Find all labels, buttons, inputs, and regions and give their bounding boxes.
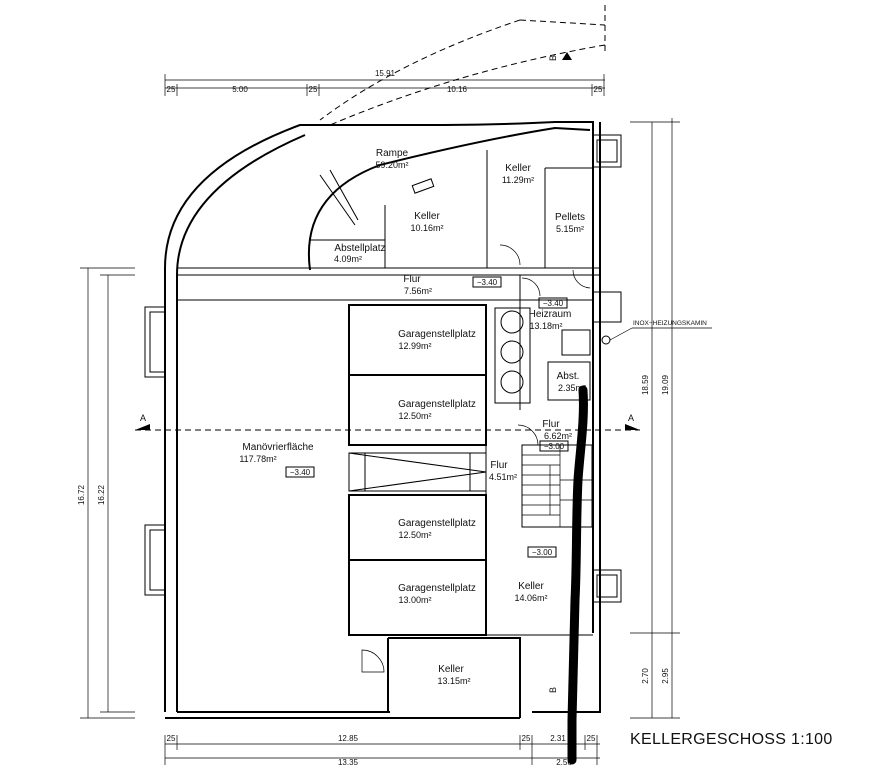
heating-tanks — [494, 307, 633, 404]
level-markers: −3.40 −3.40 −3.40 −3.00 −3.00 — [285, 276, 569, 558]
room-rampe-area: 59.20m² — [375, 160, 408, 170]
room-keller3-name: Keller — [518, 581, 544, 592]
dim-bottom-stair: 2.56 — [556, 758, 572, 767]
dim-bottom-d: 2.31 — [550, 734, 566, 743]
room-keller4-area: 13.15m² — [437, 676, 470, 686]
dim-bottom-total: 13.35 — [338, 758, 359, 767]
light-wells — [144, 134, 622, 603]
room-abstellplatz-area: 4.09m² — [334, 254, 362, 264]
room-garage1-name: Garagenstellplatz — [398, 329, 476, 340]
section-label-a-right: A — [628, 413, 634, 423]
room-garage3-name: Garagenstellplatz — [398, 518, 476, 529]
outer-walls — [164, 121, 601, 719]
room-flur2-name: Flur — [542, 419, 560, 430]
room-manoevrier-area: 117.78m² — [239, 454, 276, 464]
dim-left-outer: 16.72 — [77, 484, 86, 505]
chimney-annotation: INOX−HEIZUNGSKAMIN — [632, 320, 712, 329]
room-flur3-area: 4.51m² — [489, 472, 517, 482]
room-heizraum-name: Heizraum — [529, 309, 572, 320]
staircase — [521, 361, 593, 528]
room-flur1-name: Flur — [403, 274, 421, 285]
dim-top-b: 5.00 — [232, 85, 248, 94]
section-label-b-bottom: B — [548, 687, 558, 693]
room-keller4-name: Keller — [438, 664, 464, 675]
plan-title: KELLERGESCHOSS 1:100 — [630, 731, 833, 748]
dim-right-low1: 2.70 — [641, 668, 650, 684]
room-labels: Rampe 59.20m² Keller 11.29m² Keller 10.1… — [239, 148, 586, 686]
dim-top-total: 15.91 — [375, 69, 396, 78]
room-garage1-area: 12.99m² — [398, 341, 431, 351]
room-keller2-name: Keller — [414, 211, 440, 222]
dim-left-inner: 16.22 — [97, 484, 106, 505]
room-flur2-area: 6.62m² — [544, 431, 572, 441]
section-lines: A A B B — [135, 52, 640, 693]
level-keller3: −3.00 — [532, 548, 553, 557]
dim-top-c: 25 — [309, 85, 318, 94]
room-keller1-area: 11.29m² — [502, 175, 534, 185]
dim-bottom-a: 25 — [167, 734, 176, 743]
garage-boxes — [348, 304, 593, 636]
room-pellets-area: 5.15m² — [556, 224, 584, 234]
dimension-bottom: 25 12.85 25 2.31 25 13.35 2.56 — [164, 734, 600, 767]
room-abst-name: Abst. — [557, 371, 580, 382]
room-garage2-area: 12.50m² — [398, 411, 431, 421]
section-label-b-top: B — [548, 55, 558, 61]
dimension-left: 16.72 16.22 — [77, 267, 135, 719]
room-keller3-area: 14.06m² — [514, 593, 547, 603]
dim-bottom-e: 25 — [587, 734, 596, 743]
dim-bottom-b: 12.85 — [338, 734, 359, 743]
dim-right-low2: 2.95 — [661, 668, 670, 684]
dimension-top: 15.91 25 5.00 25 10.16 25 — [164, 69, 605, 96]
level-flur2: −3.00 — [544, 442, 565, 451]
room-garage3-area: 12.50m² — [398, 530, 431, 540]
ramp-outline-dashed — [319, 5, 606, 126]
dim-top-a: 25 — [167, 85, 176, 94]
dimension-right: 19.09 18.59 2.70 2.95 — [630, 118, 680, 719]
room-flur1-area: 7.56m² — [404, 286, 432, 296]
dim-top-e: 25 — [594, 85, 603, 94]
doors — [361, 244, 591, 673]
room-abst-area: 2.35m² — [558, 383, 586, 393]
level-flur: −3.40 — [477, 278, 498, 287]
room-pellets-name: Pellets — [555, 212, 585, 223]
room-rampe-name: Rampe — [376, 148, 409, 159]
chimney-label: INOX−HEIZUNGSKAMIN — [633, 320, 707, 327]
dim-right-outer: 19.09 — [661, 374, 670, 395]
room-heizraum-area: 13.18m² — [529, 321, 562, 331]
section-arrow-icon — [625, 424, 640, 430]
level-manoevrier: −3.40 — [290, 468, 311, 477]
marker-stroke — [567, 385, 588, 765]
room-garage2-name: Garagenstellplatz — [398, 399, 476, 410]
room-garage4-area: 13.00m² — [398, 595, 431, 605]
dim-right-inner: 18.59 — [641, 374, 650, 395]
room-keller2-area: 10.16m² — [410, 223, 443, 233]
dim-bottom-c: 25 — [522, 734, 531, 743]
level-heiz: −3.40 — [543, 299, 564, 308]
dim-top-d: 10.16 — [447, 85, 468, 94]
room-keller1-name: Keller — [505, 163, 531, 174]
section-arrow-icon — [135, 424, 150, 430]
room-abstellplatz-name: Abstellplatz — [334, 243, 385, 254]
section-arrow-icon — [562, 52, 572, 60]
room-manoevrier-name: Manövrierfläche — [242, 442, 314, 453]
section-label-a-left: A — [140, 413, 146, 423]
room-flur3-name: Flur — [490, 460, 508, 471]
room-garage4-name: Garagenstellplatz — [398, 583, 476, 594]
